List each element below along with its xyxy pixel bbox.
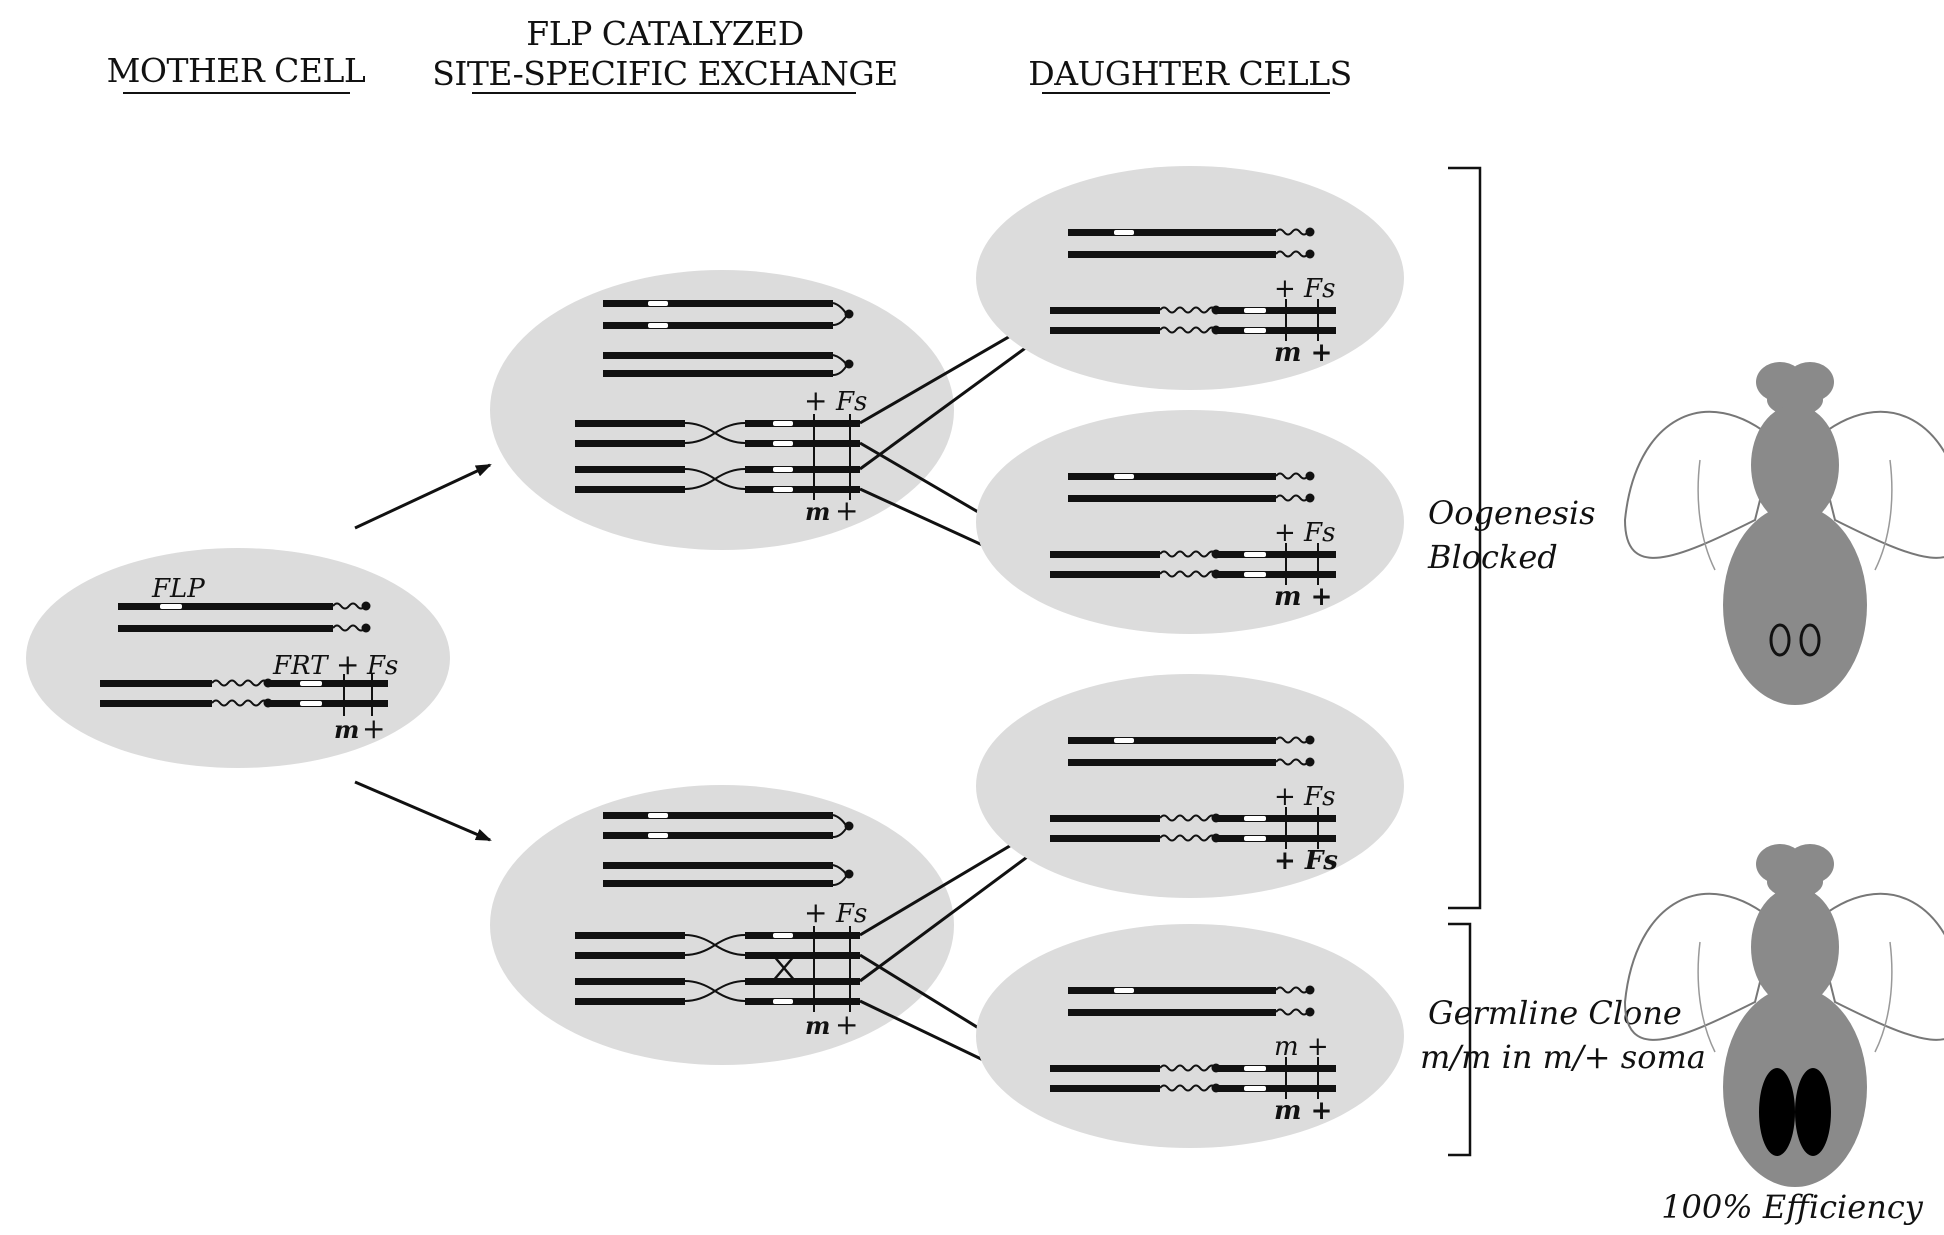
mid-top-fs: Fs — [835, 387, 867, 417]
daughter-cell-2-bottom-genotype: m + — [1274, 582, 1332, 612]
daughter-cell-2: + Fs m + — [976, 410, 1404, 634]
exchange-cell-bottom: + Fs m + — [490, 785, 954, 1065]
efficiency-label: 100% Efficiency — [1661, 1188, 1924, 1226]
header-mother-text: MOTHER CELL — [107, 51, 366, 90]
daughter-cell-2-top-genotype: + Fs — [1274, 518, 1335, 548]
header-daughter-text: DAUGHTER CELLS — [1028, 54, 1351, 93]
daughter-cell-4-top-genotype: m + — [1274, 1032, 1329, 1062]
mother-plus-top: + — [336, 648, 359, 681]
exchange-cell-top: + Fs m + — [490, 270, 954, 550]
fly-germline-clone — [1623, 844, 1944, 1187]
oogenesis-label-line1: Oogenesis — [1428, 494, 1596, 532]
daughter-cell-1-top-genotype: + Fs — [1274, 274, 1335, 304]
arrow-bot-to-d3b — [859, 838, 1052, 983]
germline-label-line1: Germline Clone — [1428, 994, 1682, 1032]
mid-bot-fs: Fs — [835, 899, 867, 929]
mid-bot-m: m — [805, 1011, 830, 1040]
ovary-small-left — [1769, 623, 1791, 657]
mother-m-bottom: m — [334, 715, 359, 744]
mid-top-m: m — [805, 497, 830, 526]
daughter-cell-1-bottom-genotype: m + — [1274, 338, 1332, 368]
arrow-top-to-d1b — [859, 328, 1052, 471]
daughter-cell-3-bottom-genotype: + Fs — [1274, 846, 1338, 876]
flp-label: FLP — [151, 574, 205, 604]
oogenesis-label-line2: Blocked — [1427, 538, 1558, 576]
arrow-mother-to-bottom — [354, 780, 492, 842]
bracket-germline — [1448, 922, 1472, 1157]
header-flp-line1: FLP CATALYZED — [526, 14, 803, 53]
header-flp-line2: SITE-SPECIFIC EXCHANGE — [432, 54, 898, 93]
daughter-cell-3-top-genotype: + Fs — [1274, 782, 1335, 812]
arrow-mother-to-top — [354, 463, 492, 530]
mother-cell: FLP FRT + Fs m + — [26, 548, 450, 768]
mid-top-plus: + — [804, 384, 827, 417]
mother-fs-top: Fs — [366, 651, 398, 681]
ovary-small-right — [1799, 623, 1821, 657]
header-mother-cell: MOTHER CELL — [107, 51, 366, 94]
mother-plus-bottom: + — [362, 712, 385, 745]
mid-top-plus-b: + — [835, 494, 858, 527]
bracket-oogenesis — [1448, 166, 1482, 910]
ovary-large-right — [1795, 1068, 1831, 1156]
daughter-cell-1: + Fs m + — [976, 166, 1404, 390]
daughter-cell-4-bottom-genotype: m + — [1274, 1096, 1332, 1126]
mid-bot-plus-b: + — [835, 1008, 858, 1041]
daughter-cell-4: m + m + — [976, 924, 1404, 1148]
fly-blocked — [1623, 362, 1944, 705]
mid-bot-plus: + — [804, 896, 827, 929]
frt-label: FRT — [272, 651, 329, 681]
header-daughter-cells: DAUGHTER CELLS — [1028, 54, 1352, 94]
header-flp-exchange: FLP CATALYZED SITE-SPECIFIC EXCHANGE — [432, 14, 898, 94]
ovary-large-left — [1759, 1068, 1795, 1156]
daughter-cell-3: + Fs + Fs — [976, 674, 1404, 898]
germline-label-line2: m/m in m/+ soma — [1420, 1038, 1706, 1076]
